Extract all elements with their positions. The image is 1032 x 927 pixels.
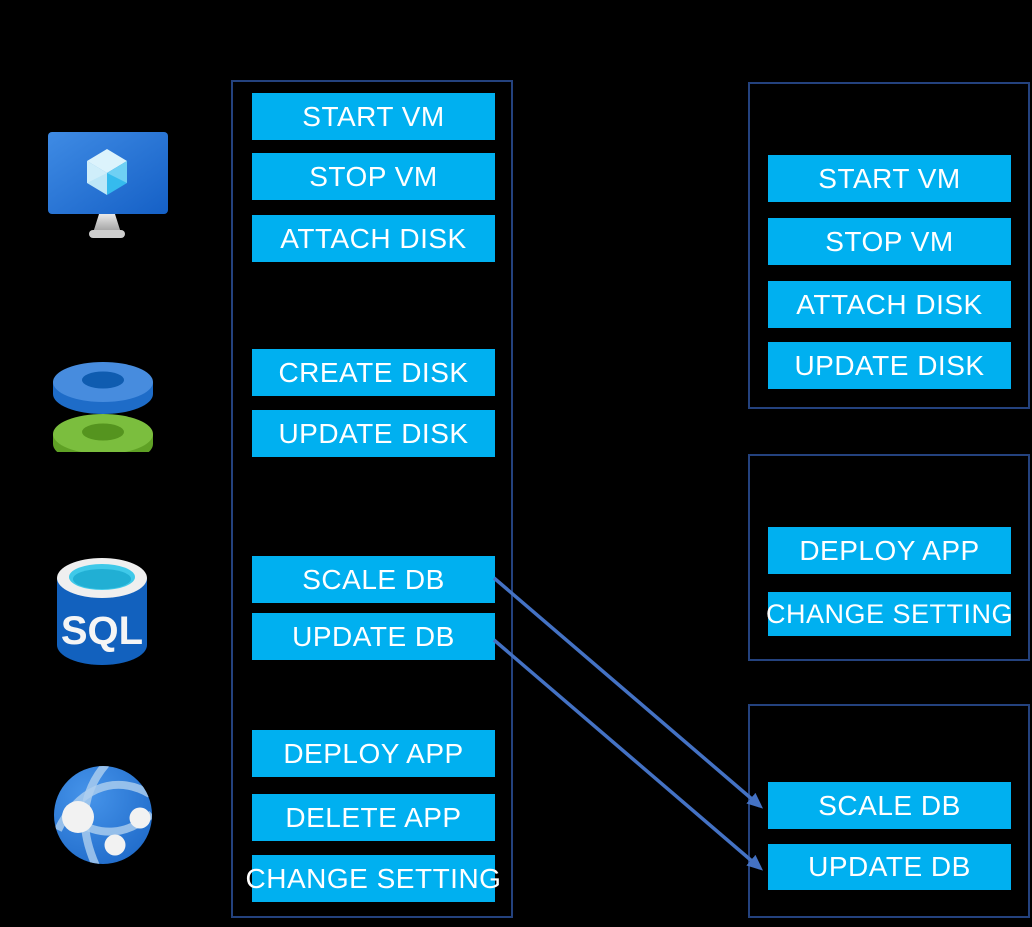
middle-op-stop-vm[interactable]: STOP VM (252, 153, 495, 200)
middle-op-attach-disk[interactable]: ATTACH DISK (252, 215, 495, 262)
right-op-attach-disk[interactable]: ATTACH DISK (768, 281, 1011, 328)
right-op-deploy-app[interactable]: DEPLOY APP (768, 527, 1011, 574)
right-op-update-disk[interactable]: UPDATE DISK (768, 342, 1011, 389)
middle-operations-panel: START VM STOP VM ATTACH DISK CREATE DISK… (231, 80, 513, 918)
sql-icon-label: SQL (61, 609, 143, 653)
right-panel-app-ops: DEPLOY APP CHANGE SETTING (748, 454, 1030, 661)
middle-op-start-vm[interactable]: START VM (252, 93, 495, 140)
middle-op-create-disk[interactable]: CREATE DISK (252, 349, 495, 396)
middle-op-update-disk[interactable]: UPDATE DISK (252, 410, 495, 457)
middle-op-deploy-app[interactable]: DEPLOY APP (252, 730, 495, 777)
right-panel-db-ops: SCALE DB UPDATE DB (748, 704, 1030, 918)
right-op-update-db[interactable]: UPDATE DB (768, 844, 1011, 890)
arrow-scale-db (492, 576, 764, 809)
arrow-update-db (492, 638, 764, 871)
right-op-stop-vm[interactable]: STOP VM (768, 218, 1011, 265)
middle-op-delete-app[interactable]: DELETE APP (252, 794, 495, 841)
middle-op-update-db[interactable]: UPDATE DB (252, 613, 495, 660)
right-op-start-vm[interactable]: START VM (768, 155, 1011, 202)
right-op-scale-db[interactable]: SCALE DB (768, 782, 1011, 829)
app-service-icon (54, 766, 152, 864)
sql-database-icon: SQL (57, 558, 147, 665)
right-op-change-setting[interactable]: CHANGE SETTING (766, 592, 1013, 636)
disks-icon (53, 362, 153, 452)
right-panel-vm-disk-ops: START VM STOP VM ATTACH DISK UPDATE DISK (748, 82, 1030, 409)
middle-op-scale-db[interactable]: SCALE DB (252, 556, 495, 603)
virtual-machine-icon (48, 132, 168, 238)
middle-op-change-setting[interactable]: CHANGE SETTING (246, 855, 501, 902)
